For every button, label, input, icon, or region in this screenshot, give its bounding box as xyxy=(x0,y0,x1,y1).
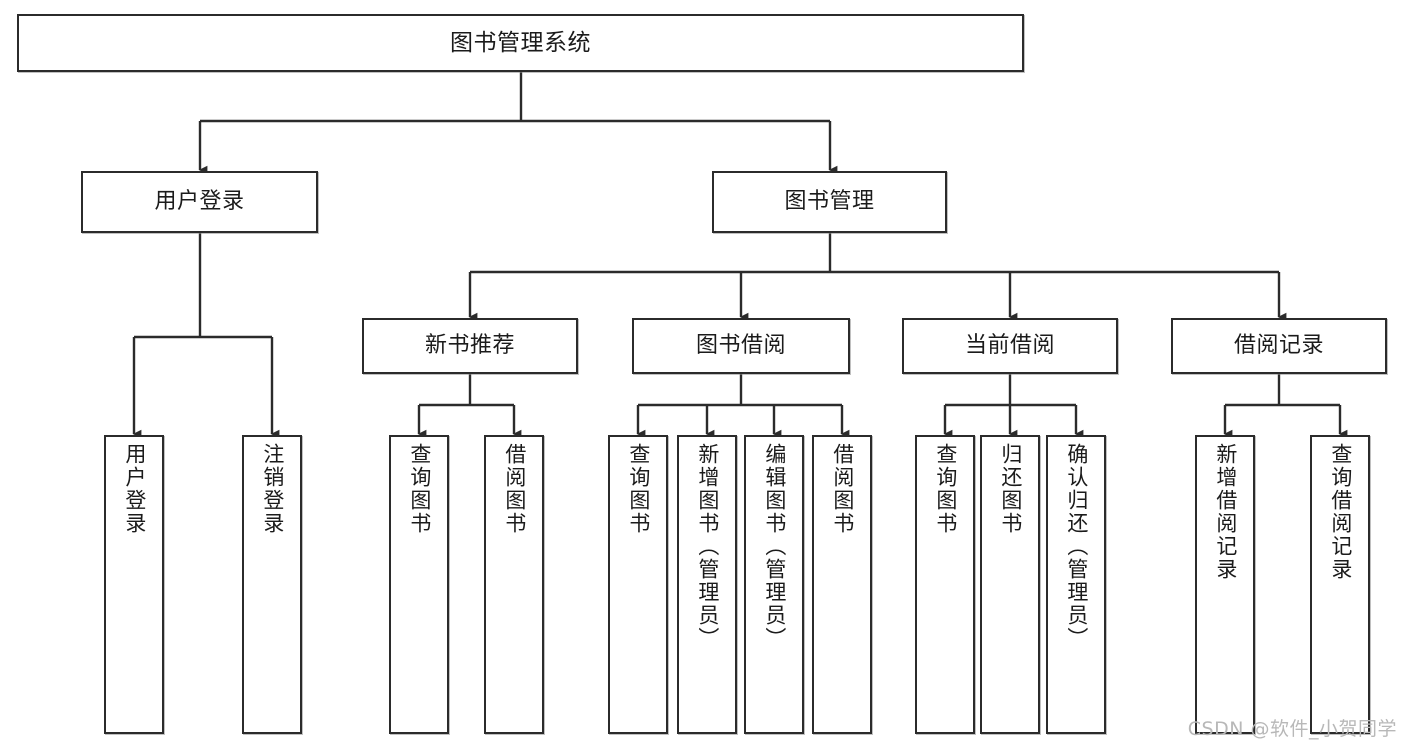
connector-lines xyxy=(132,72,1348,439)
node-bookmgmt[interactable]: 图书管理 xyxy=(712,171,947,233)
node-label: 注销登录 xyxy=(260,443,285,535)
node-label: 借阅记录 xyxy=(1233,332,1324,358)
node-label: 新增图书（管理员） xyxy=(695,443,720,650)
node-l-qryrec[interactable]: 查询借阅记录 xyxy=(1310,435,1370,734)
node-l-confirm[interactable]: 确认归还（管理员） xyxy=(1046,435,1106,734)
node-l-query1[interactable]: 查询图书 xyxy=(389,435,449,734)
node-records[interactable]: 借阅记录 xyxy=(1171,318,1387,374)
node-l-login[interactable]: 用户登录 xyxy=(104,435,164,734)
node-label: 图书管理 xyxy=(784,188,875,214)
node-l-borrow2[interactable]: 借阅图书 xyxy=(812,435,872,734)
node-newbook[interactable]: 新书推荐 xyxy=(362,318,578,374)
node-label: 用户登录 xyxy=(122,443,147,535)
node-label: 归还图书 xyxy=(998,443,1023,535)
watermark: CSDN @软件_小贺同学 xyxy=(1187,718,1397,740)
node-current[interactable]: 当前借阅 xyxy=(902,318,1118,374)
node-label: 查询借阅记录 xyxy=(1328,443,1353,581)
node-label: 确认归还（管理员） xyxy=(1064,443,1089,650)
node-l-logout[interactable]: 注销登录 xyxy=(242,435,302,734)
node-label: 当前借阅 xyxy=(964,332,1055,358)
node-l-edit[interactable]: 编辑图书（管理员） xyxy=(744,435,804,734)
node-label: 查询图书 xyxy=(933,443,958,535)
node-label: 用户登录 xyxy=(154,188,245,214)
node-label: 查询图书 xyxy=(407,443,432,535)
node-label: 图书管理系统 xyxy=(450,29,591,56)
node-login[interactable]: 用户登录 xyxy=(81,171,318,233)
node-l-borrow1[interactable]: 借阅图书 xyxy=(484,435,544,734)
node-l-addrec[interactable]: 新增借阅记录 xyxy=(1195,435,1255,734)
node-label: 借阅图书 xyxy=(502,443,527,535)
node-label: 新增借阅记录 xyxy=(1213,443,1238,581)
node-l-query2[interactable]: 查询图书 xyxy=(608,435,668,734)
node-l-query3[interactable]: 查询图书 xyxy=(915,435,975,734)
node-label: 借阅图书 xyxy=(830,443,855,535)
node-label: 编辑图书（管理员） xyxy=(762,443,787,650)
node-l-add[interactable]: 新增图书（管理员） xyxy=(677,435,737,734)
node-label: 新书推荐 xyxy=(424,332,515,358)
node-label: 查询图书 xyxy=(626,443,651,535)
node-l-return[interactable]: 归还图书 xyxy=(980,435,1040,734)
node-root[interactable]: 图书管理系统 xyxy=(17,14,1024,72)
node-borrow[interactable]: 图书借阅 xyxy=(632,318,850,374)
node-label: 图书借阅 xyxy=(695,332,786,358)
